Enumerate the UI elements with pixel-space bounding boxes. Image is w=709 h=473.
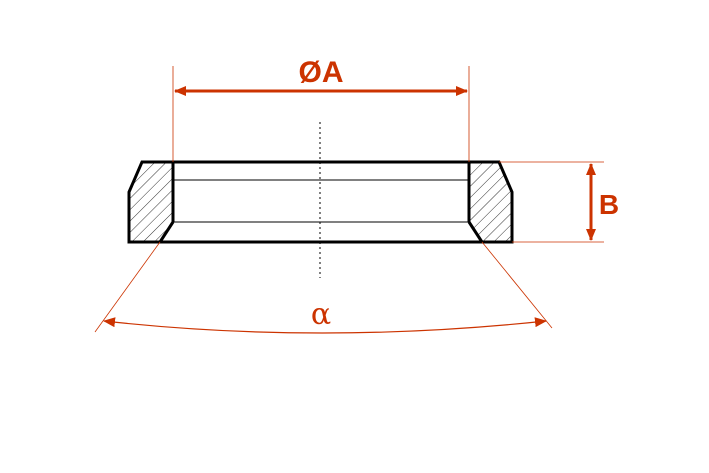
- left-section-hatch: [129, 162, 173, 242]
- left-chamfer: [158, 221, 175, 243]
- height-label: B: [599, 189, 619, 220]
- angle-arc: [103, 317, 547, 334]
- right-chamfer: [467, 221, 484, 243]
- right-section-hatch: [469, 162, 512, 242]
- angle-extension-right: [481, 241, 553, 329]
- angle-label: α: [311, 297, 331, 332]
- diameter-label: ØA: [299, 56, 344, 89]
- angle-extension-left: [94, 241, 161, 333]
